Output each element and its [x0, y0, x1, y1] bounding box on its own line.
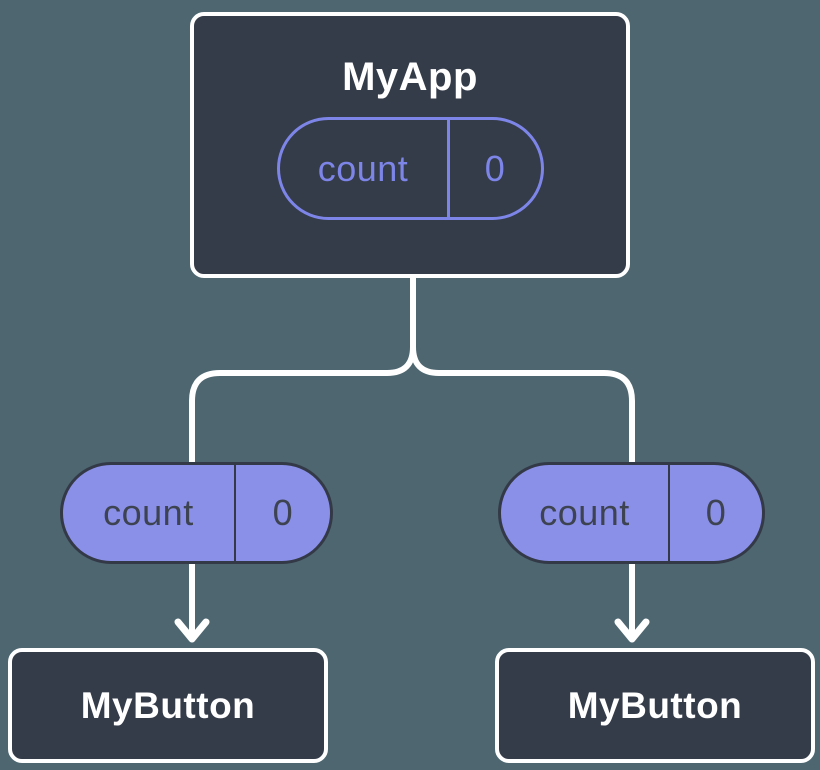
- child-component-card-right: MyButton: [495, 648, 815, 763]
- child-component-title-left: MyButton: [80, 684, 256, 726]
- root-prop-value: 0: [484, 147, 506, 189]
- branch-right-line: [410, 269, 635, 489]
- root-component-card: MyApp count 0: [190, 12, 630, 278]
- child-component-card-left: MyButton: [8, 648, 328, 763]
- child-prop-name-right: count: [501, 465, 671, 561]
- child-prop-value-right: 0: [705, 492, 727, 533]
- child-component-title-right: MyButton: [567, 684, 743, 726]
- branch-left-line: [189, 269, 416, 489]
- child-prop-value-left: 0: [272, 492, 294, 533]
- child-prop-name-left: count: [63, 465, 236, 561]
- child-prop-pill-right: count 0: [498, 462, 765, 564]
- root-component-title: MyApp: [342, 55, 478, 99]
- arrow-left-head: [174, 618, 210, 643]
- root-prop-name: count: [280, 120, 450, 217]
- root-prop-pill: count 0: [276, 117, 544, 220]
- child-prop-pill-left: count 0: [60, 462, 333, 564]
- arrow-right-head: [614, 618, 650, 643]
